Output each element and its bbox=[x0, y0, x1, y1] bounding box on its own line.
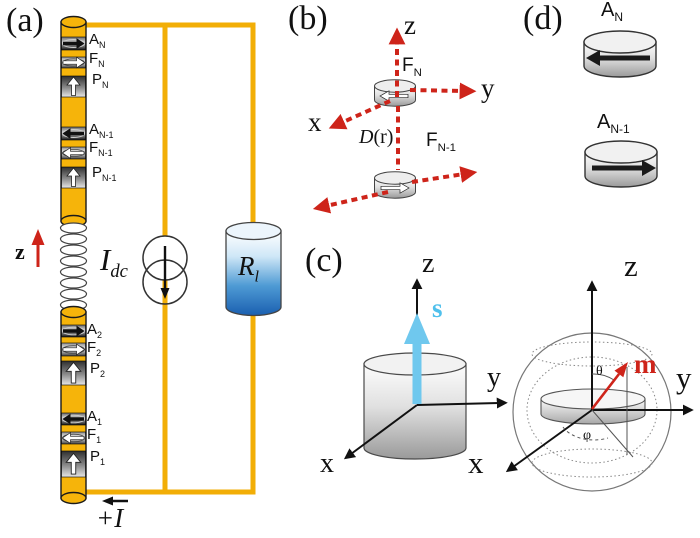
layer-A-N-1 bbox=[61, 126, 86, 141]
layer-P-N-1 bbox=[61, 166, 86, 189]
label-f-n: FN bbox=[89, 50, 105, 69]
resistor-label: Rl bbox=[238, 251, 259, 286]
label-a-1: A1 bbox=[87, 408, 103, 427]
c-left-x-label: x bbox=[320, 448, 334, 479]
b-y-axis-lower bbox=[411, 166, 478, 184]
label-f-1: F1 bbox=[87, 426, 102, 445]
phi-arc bbox=[562, 426, 609, 441]
z-axis-arrow bbox=[31, 229, 45, 267]
label-f-n-1: FN-1 bbox=[89, 139, 113, 158]
moment-label: m bbox=[634, 349, 657, 379]
b-coupling-label: D(r) bbox=[359, 126, 394, 148]
current-source-label: Idc bbox=[100, 242, 128, 283]
label-p-n-1: PN-1 bbox=[92, 164, 117, 183]
panel-b-label: (b) bbox=[288, 0, 328, 37]
b-z-label: z bbox=[404, 10, 416, 40]
label-p-2: P2 bbox=[90, 360, 106, 379]
layer-A-2 bbox=[61, 324, 86, 338]
magnetization-arrow-right bbox=[592, 160, 656, 176]
layer-A-1 bbox=[61, 412, 86, 426]
b-y-label: y bbox=[481, 73, 495, 103]
label-f-2: F2 bbox=[87, 339, 102, 358]
layer-A-N bbox=[61, 36, 86, 51]
current-source-symbol bbox=[142, 235, 188, 305]
layer-F-2 bbox=[61, 342, 86, 357]
input-current-label: +I bbox=[96, 503, 124, 533]
layer-P-2 bbox=[61, 360, 86, 386]
b-f-n-label: FN bbox=[402, 55, 422, 79]
spin-arrow bbox=[404, 313, 430, 404]
c-left-y-axis bbox=[416, 397, 508, 409]
nanopillar-bottom-section bbox=[60, 305, 87, 505]
c-right-x-label: x bbox=[468, 445, 484, 480]
label-p-1: P1 bbox=[90, 448, 106, 467]
current-direction-arrow bbox=[160, 246, 170, 299]
b-y-axis-upper bbox=[409, 82, 477, 100]
d-a-n-label: AN bbox=[601, 0, 624, 24]
c-right-y-label: y bbox=[676, 360, 692, 395]
layer-P-N bbox=[61, 75, 86, 98]
c-right-axes bbox=[505, 280, 694, 473]
layer-F-1 bbox=[61, 431, 86, 445]
layer-F-N-1 bbox=[61, 146, 86, 160]
c-left-x-axis bbox=[343, 404, 418, 460]
b-x-label: x bbox=[308, 107, 322, 137]
panel-a-label: (a) bbox=[6, 2, 44, 39]
disk-f-n-arrow-left bbox=[379, 90, 409, 102]
disk-f-n-1 bbox=[374, 171, 416, 199]
a-z-axis-label: z bbox=[15, 239, 25, 264]
theta-label: θ bbox=[596, 364, 603, 379]
nanopillar-top-section bbox=[60, 15, 87, 228]
d-a-n-1-label: AN-1 bbox=[597, 111, 630, 136]
b-x-axis-lower bbox=[312, 190, 389, 214]
layer-P-1 bbox=[61, 450, 86, 478]
layer-F-N bbox=[61, 56, 86, 69]
b-x-axis-upper bbox=[328, 99, 391, 130]
panel-b-dashed-axes bbox=[312, 27, 478, 214]
disk-a-n-1 bbox=[584, 140, 658, 188]
c-left-z-label: z bbox=[422, 248, 435, 279]
label-p-n: PN bbox=[92, 71, 109, 90]
c-left-y-label: y bbox=[487, 362, 501, 393]
pillar-continuation-coil bbox=[59, 222, 88, 311]
disk-a-n bbox=[583, 30, 657, 78]
spin-label: s bbox=[432, 293, 443, 323]
c-right-z-label: z bbox=[624, 248, 638, 283]
label-a-2: A2 bbox=[87, 321, 103, 340]
phi-label: φ bbox=[583, 428, 592, 443]
moment-arrow bbox=[590, 362, 628, 410]
c-right-x-axis bbox=[505, 409, 593, 473]
label-a-n-1: AN-1 bbox=[89, 121, 114, 140]
disk-f-n-1-arrow-right bbox=[380, 182, 410, 194]
magnetization-arrow-left bbox=[586, 50, 650, 66]
b-f-n-1-label: FN-1 bbox=[426, 130, 456, 154]
projection-lines bbox=[591, 367, 634, 458]
load-resistor-cylinder bbox=[225, 221, 282, 317]
panel-d-label: (d) bbox=[523, 0, 563, 37]
input-current-arrow bbox=[102, 496, 128, 506]
label-a-n: AN bbox=[89, 31, 106, 50]
panel-c-label: (c) bbox=[305, 242, 343, 279]
